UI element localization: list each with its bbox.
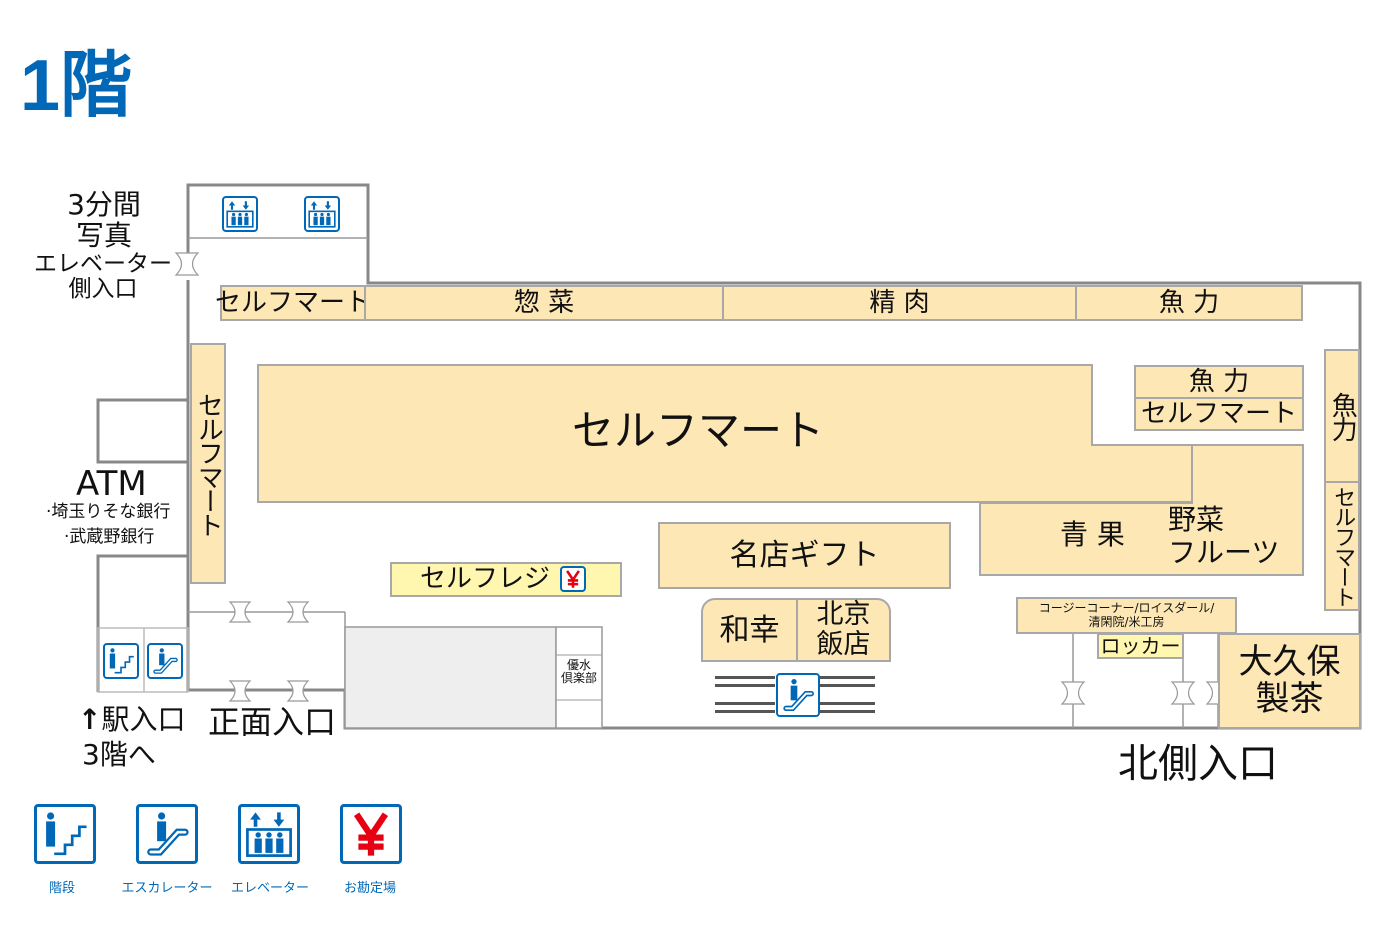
door-icon <box>286 601 310 623</box>
door-icon <box>228 601 252 623</box>
photo-booth-label: 3分間写真 <box>64 188 144 252</box>
north-entrance-label: 北側入口 <box>1118 741 1278 787</box>
escalator-steps <box>715 676 875 713</box>
door-icon <box>286 680 310 702</box>
atm-label: ATM <box>76 464 147 504</box>
store-selfmart-main[interactable]: セルフマート <box>572 406 825 455</box>
store-uoriki-small[interactable]: 魚 力 <box>1134 365 1304 399</box>
legend-yen-icon <box>340 804 402 864</box>
station-entrance-text: 駅入口 <box>101 703 186 736</box>
yusui-line1: 優水 <box>566 658 591 672</box>
floor-title: 1階 <box>20 46 133 126</box>
store-selfmart-left[interactable]: セルフマート <box>190 343 226 584</box>
station-entrance-label: ↑駅入口 <box>78 703 186 736</box>
escalator-icon[interactable] <box>776 673 820 717</box>
okubo-line1: 大久保 <box>1238 641 1341 682</box>
photo-line1: 3分間 <box>67 188 141 221</box>
elevator-entrance-label: エレベーター側入口 <box>33 251 173 303</box>
door-icon <box>1060 681 1086 705</box>
store-uoriki-right[interactable]: 魚力 <box>1324 349 1360 483</box>
elev-line2: 側入口 <box>68 276 138 303</box>
pekin-line2: 飯店 <box>816 629 871 660</box>
store-selfmart-top[interactable]: セルフマート <box>215 285 371 321</box>
legend-elevator-icon <box>238 804 300 864</box>
store-seika-shape <box>979 444 1304 576</box>
stairs-icon[interactable] <box>103 643 139 679</box>
escalator-icon[interactable] <box>147 643 183 679</box>
elev-line1: エレベーター <box>34 251 172 277</box>
yusui-line2: 倶楽部 <box>560 671 597 686</box>
yen-icon <box>560 566 586 592</box>
store-souzai[interactable]: 惣 菜 <box>364 285 724 321</box>
atm-bank-1: ·埼玉りそな銀行 <box>46 502 171 522</box>
store-selfmart-right[interactable]: セルフマート <box>1324 481 1360 611</box>
legend-label-elevator: エレベーター <box>230 881 309 896</box>
elevator-icon[interactable] <box>222 196 258 232</box>
front-entrance-label: 正面入口 <box>208 703 337 741</box>
store-seika[interactable]: 青 果 <box>1060 518 1125 551</box>
elevator-icon[interactable] <box>304 196 340 232</box>
door-icon <box>174 252 200 276</box>
to-3f-label: 3階へ <box>82 738 156 771</box>
locker[interactable]: ロッカー <box>1097 633 1184 659</box>
store-meiten-gift[interactable]: 名店ギフト <box>658 522 951 589</box>
store-cozy-corner[interactable]: コージーコーナー/ロイスダール/清閑院/米工房 <box>1016 597 1237 634</box>
photo-line2: 写真 <box>75 218 132 252</box>
door-icon <box>228 680 252 702</box>
store-seiniku[interactable]: 精 肉 <box>722 285 1077 321</box>
store-yasai-line2[interactable]: フルーツ <box>1168 536 1280 569</box>
door-icon <box>1170 681 1196 705</box>
cozy-line1: コージーコーナー/ロイスダール/ <box>1038 601 1215 616</box>
legend-label-register: お勘定場 <box>343 881 396 896</box>
cozy-line2: 清閑院/米工房 <box>1088 614 1165 629</box>
legend-escalator-icon <box>136 804 198 864</box>
store-yasai-line1[interactable]: 野菜 <box>1168 503 1225 536</box>
self-register-label: セルフレジ <box>420 564 551 595</box>
atm-bank-2: ·武蔵野銀行 <box>64 527 155 547</box>
self-register[interactable]: セルフレジ <box>390 562 622 597</box>
store-uoriki-top[interactable]: 魚 力 <box>1075 285 1303 321</box>
legend-label-escalator: エスカレーター <box>121 881 213 896</box>
legend-label-stairs: 階段 <box>48 881 75 896</box>
back-area <box>344 626 557 729</box>
arrow-up-icon: ↑ <box>78 703 102 736</box>
okubo-line2: 製茶 <box>1255 679 1324 719</box>
store-okubo-seicha[interactable]: 大久保製茶 <box>1218 633 1361 729</box>
store-yusui-club[interactable]: 優水倶楽部 <box>557 658 601 686</box>
legend-stairs-icon <box>34 804 96 864</box>
pekin-line1: 北京 <box>816 599 871 631</box>
store-pekin-hanten[interactable]: 北京飯店 <box>796 598 891 662</box>
store-wako[interactable]: 和幸 <box>701 598 798 662</box>
store-selfmart-small[interactable]: セルフマート <box>1134 397 1304 431</box>
